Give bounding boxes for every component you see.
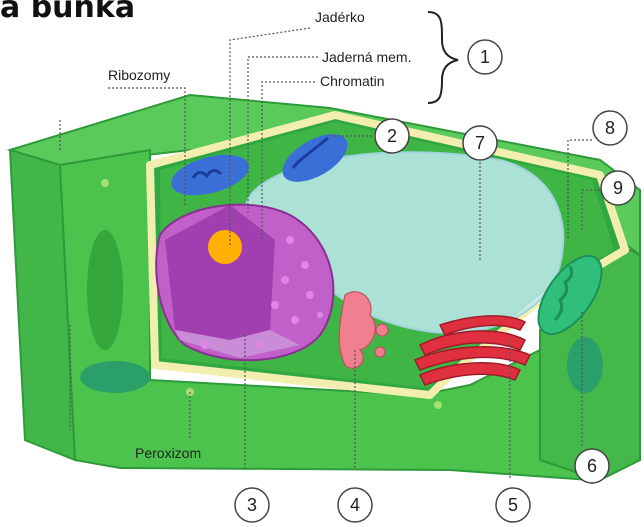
small-dot-2 [434, 401, 442, 409]
svg-text:5: 5 [508, 495, 518, 515]
callout-5: 5 [496, 488, 530, 522]
callout-7: 7 [463, 126, 497, 160]
label-jaderko: Jadérko [315, 9, 365, 25]
svg-text:9: 9 [613, 178, 623, 198]
nucleolus [208, 230, 242, 264]
svg-text:7: 7 [475, 133, 485, 153]
left-lower-shape [80, 361, 150, 393]
label-chromatin: Chromatin [320, 73, 385, 89]
callout-3: 3 [235, 488, 269, 522]
callout-9: 9 [601, 171, 635, 205]
callout-8: 8 [593, 111, 627, 145]
callout-1: 1 [468, 40, 502, 74]
svg-text:3: 3 [247, 495, 257, 515]
small-dot-1 [101, 179, 109, 187]
label-ribozomy: Ribozomy [108, 67, 170, 83]
right-lower-shape [567, 337, 603, 393]
svg-text:2: 2 [387, 126, 397, 146]
svg-text:6: 6 [587, 456, 597, 476]
svg-text:1: 1 [480, 47, 490, 67]
svg-text:8: 8 [605, 118, 615, 138]
label-peroxizom: Peroxizom [135, 445, 201, 461]
label-jaderna-mem: Jaderná mem. [322, 49, 411, 65]
callout-6: 6 [575, 449, 609, 483]
svg-text:4: 4 [350, 495, 360, 515]
callout-4: 4 [338, 488, 372, 522]
label-brace [428, 12, 458, 103]
callout-2: 2 [375, 119, 409, 153]
left-vacuole-shape [87, 230, 123, 350]
